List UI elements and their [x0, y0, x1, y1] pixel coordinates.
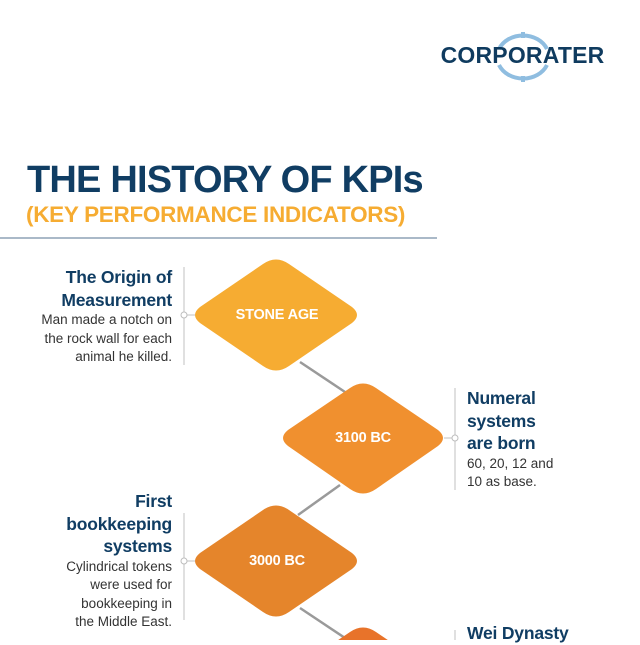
diamond-stone-age: [195, 259, 357, 371]
bracket-3000bc: [180, 513, 195, 620]
bracket-3100bc: [444, 388, 459, 490]
era-label-3000bc: 3000 BC: [249, 553, 305, 569]
diamond-3000bc: [195, 505, 357, 617]
connector-line: [299, 360, 346, 394]
corporater-logo: CORPORATER: [440, 26, 605, 88]
era-label-3100bc: 3100 BC: [335, 430, 391, 446]
event-title: Wei Dynasty: [467, 623, 569, 643]
logo-text: CORPORATER: [440, 42, 605, 68]
event-description: Cylindrical tokens were used for bookkee…: [66, 558, 172, 630]
diamond-3100bc: [283, 383, 443, 494]
connector-line: [297, 483, 341, 517]
event-origin-of-measurement: The Origin of Measurement Man made a not…: [41, 266, 172, 367]
event-title: First bookkeeping systems: [66, 491, 172, 556]
event-description: 60, 20, 12 and 10 as base.: [467, 455, 554, 490]
event-numeral-systems: Numeral systems are born 60, 20, 12 and …: [467, 387, 553, 492]
event-title: Numeral systems are born: [467, 388, 536, 453]
event-wei-dynasty: Wei Dynasty: [467, 622, 569, 645]
diamond-wei-dynasty: [338, 627, 388, 640]
logo-crosshair-icon: [496, 32, 549, 82]
event-title: The Origin of Measurement: [61, 267, 172, 310]
page-title: THE HISTORY OF KPIs: [27, 159, 424, 201]
event-description: Man made a notch on the rock wall for ea…: [41, 312, 172, 364]
page-subtitle: (KEY PERFORMANCE INDICATORS): [26, 202, 406, 227]
header-divider: [0, 237, 437, 239]
bracket-stone-age: [180, 267, 195, 365]
event-first-bookkeeping: First bookkeeping systems Cylindrical to…: [66, 490, 172, 632]
era-label-stone-age: STONE AGE: [235, 307, 319, 323]
connector-line: [299, 606, 346, 640]
